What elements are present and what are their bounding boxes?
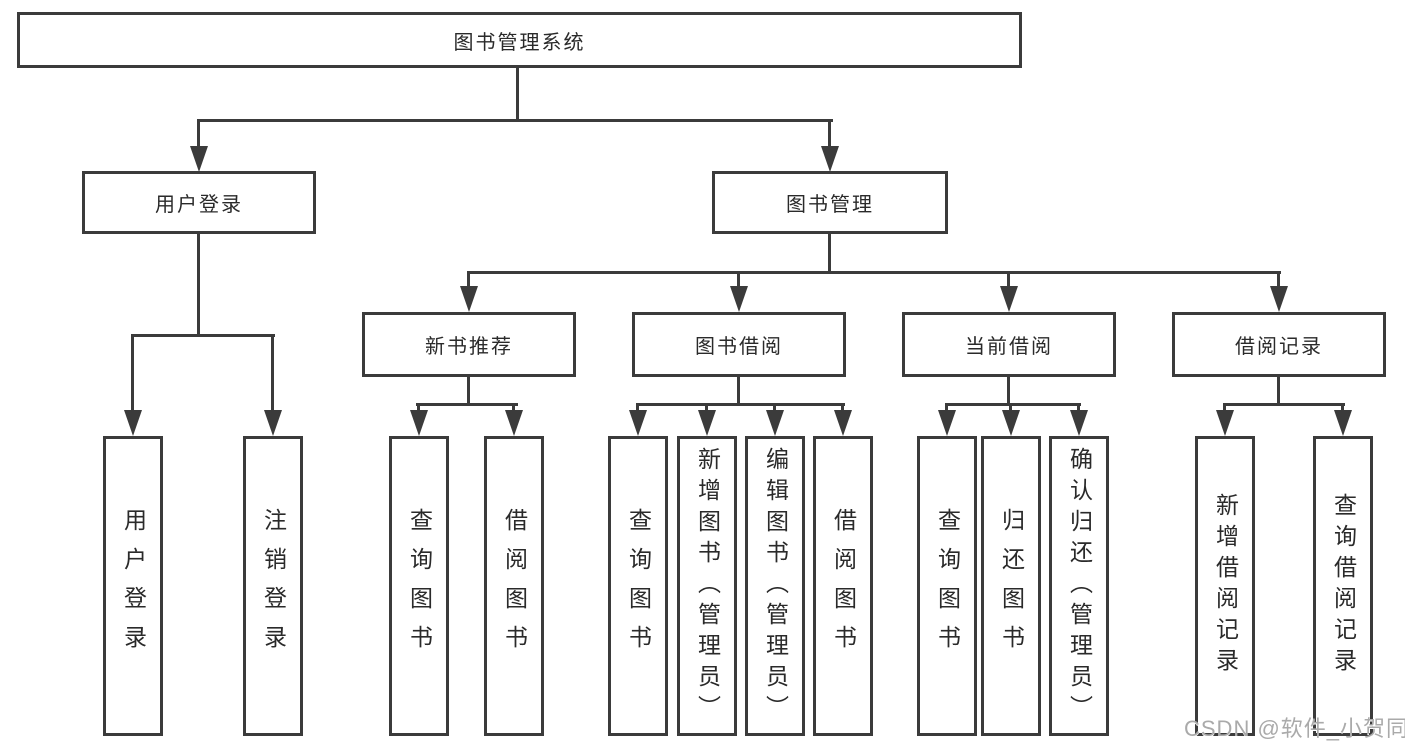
node-current-borrowing-label: 当前借阅 — [965, 336, 1053, 358]
leaf-borrow-books-recommend: 借阅图书 — [484, 436, 544, 736]
arrowhead-down-icon — [460, 286, 478, 312]
leaf-query-books-current: 查询图书 — [917, 436, 977, 736]
connector-stem — [841, 405, 844, 413]
leaf-logout-label: 注销登录 — [260, 508, 287, 664]
arrowhead-down-icon — [821, 146, 839, 172]
leaf-edit-books-admin: 编辑图书（管理员） — [745, 436, 805, 736]
leaf-query-books-recommend-label: 查询图书 — [406, 508, 433, 664]
leaf-borrow-books-borrowing-label: 借阅图书 — [830, 508, 857, 664]
connector-group-stub — [737, 376, 740, 405]
leaf-query-books-borrowing-label: 查询图书 — [625, 508, 652, 664]
leaf-logout: 注销登录 — [243, 436, 303, 736]
leaf-return-books-label: 归还图书 — [998, 508, 1025, 664]
arrowhead-down-icon — [1216, 410, 1234, 436]
node-root-library-system: 图书管理系统 — [17, 12, 1022, 68]
node-book-borrowing: 图书借阅 — [632, 312, 846, 377]
connector-stem — [828, 121, 831, 150]
csdn-watermark: CSDN @软件_小贺同学 — [1184, 716, 1405, 741]
leaf-query-borrow-record: 查询借阅记录 — [1313, 436, 1373, 736]
arrowhead-down-icon — [264, 410, 282, 436]
connector-stem — [737, 273, 740, 287]
connector-stem — [512, 405, 515, 413]
arrowhead-down-icon — [190, 146, 208, 172]
node-borrow-records-label: 借阅记录 — [1235, 336, 1323, 358]
leaf-query-borrow-record-label: 查询借阅记录 — [1330, 493, 1357, 679]
node-book-management-label: 图书管理 — [786, 194, 874, 216]
leaf-query-books-borrowing: 查询图书 — [608, 436, 668, 736]
arrowhead-down-icon — [698, 410, 716, 436]
leaf-confirm-return-admin: 确认归还（管理员） — [1049, 436, 1109, 736]
leaf-borrow-books-recommend-label: 借阅图书 — [501, 508, 528, 664]
arrowhead-down-icon — [730, 286, 748, 312]
node-book-management: 图书管理 — [712, 171, 948, 234]
connector-stem — [705, 405, 708, 413]
connector-stem — [1277, 273, 1280, 287]
leaf-user-login-label: 用户登录 — [120, 508, 147, 664]
connector-stem — [945, 405, 948, 413]
arrowhead-down-icon — [629, 410, 647, 436]
connector-stem — [271, 336, 274, 411]
node-borrow-records: 借阅记录 — [1172, 312, 1386, 377]
arrowhead-down-icon — [1270, 286, 1288, 312]
connector-stem — [1077, 405, 1080, 413]
node-new-book-recommend-label: 新书推荐 — [425, 336, 513, 358]
leaf-add-books-admin: 新增图书（管理员） — [677, 436, 737, 736]
connector-stem — [467, 273, 470, 287]
leaf-add-books-admin-label: 新增图书（管理员） — [694, 446, 721, 726]
connector-group-stub — [467, 376, 470, 405]
arrowhead-down-icon — [834, 410, 852, 436]
node-book-borrowing-label: 图书借阅 — [695, 336, 783, 358]
leaf-query-books-current-label: 查询图书 — [934, 508, 961, 664]
arrowhead-down-icon — [505, 410, 523, 436]
connector-stem — [773, 405, 776, 413]
connector-group-rail — [945, 403, 1081, 406]
arrowhead-down-icon — [410, 410, 428, 436]
connector-level2-rail — [197, 119, 833, 122]
connector-stem — [131, 336, 134, 411]
arrowhead-down-icon — [1070, 410, 1088, 436]
leaf-query-books-recommend: 查询图书 — [389, 436, 449, 736]
leaf-add-borrow-record: 新增借阅记录 — [1195, 436, 1255, 736]
leaf-return-books: 归还图书 — [981, 436, 1041, 736]
connector-stem — [1007, 273, 1010, 287]
connector-stem — [417, 405, 420, 413]
leaf-user-login: 用户登录 — [103, 436, 163, 736]
node-user-login: 用户登录 — [82, 171, 316, 234]
leaf-confirm-return-admin-label: 确认归还（管理员） — [1066, 446, 1093, 726]
connector-group-stub — [1007, 376, 1010, 405]
connector-stem — [1223, 405, 1226, 413]
leaf-borrow-books-borrowing: 借阅图书 — [813, 436, 873, 736]
arrowhead-down-icon — [1000, 286, 1018, 312]
connector-stem — [1009, 405, 1012, 413]
connector-root-stub — [516, 67, 519, 121]
node-user-login-label: 用户登录 — [155, 194, 243, 216]
connector-user-login-rail — [131, 334, 275, 337]
arrowhead-down-icon — [1002, 410, 1020, 436]
arrowhead-down-icon — [1334, 410, 1352, 436]
connector-stem — [197, 121, 200, 150]
connector-group-rail — [1223, 403, 1345, 406]
connector-level3-rail — [467, 271, 1281, 274]
arrowhead-down-icon — [766, 410, 784, 436]
connector-group-rail — [636, 403, 845, 406]
leaf-edit-books-admin-label: 编辑图书（管理员） — [762, 446, 789, 726]
node-root-label: 图书管理系统 — [453, 31, 586, 54]
leaf-add-borrow-record-label: 新增借阅记录 — [1212, 493, 1239, 679]
connector-book-management-stub — [828, 233, 831, 273]
connector-stem — [1341, 405, 1344, 413]
node-current-borrowing: 当前借阅 — [902, 312, 1116, 377]
connector-group-rail — [416, 403, 518, 406]
arrowhead-down-icon — [938, 410, 956, 436]
connector-user-login-stub — [197, 233, 200, 336]
connector-stem — [636, 405, 639, 413]
connector-group-stub — [1277, 376, 1280, 405]
arrowhead-down-icon — [124, 410, 142, 436]
node-new-book-recommend: 新书推荐 — [362, 312, 576, 377]
